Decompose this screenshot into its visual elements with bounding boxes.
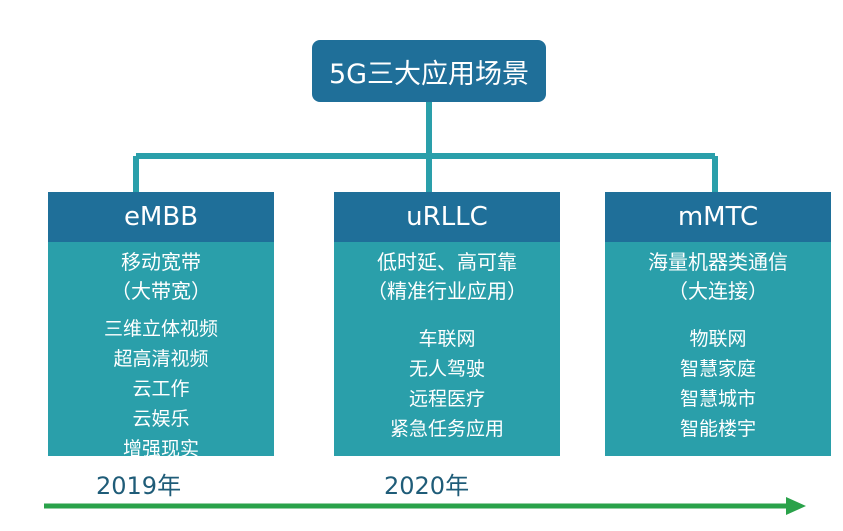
scenario-embb-subtitle-line1: 移动宽带 bbox=[121, 250, 201, 274]
scenario-mmtc-header: mMTC bbox=[605, 192, 831, 242]
scenario-urllc-subtitle-line2: （精准行业应用） bbox=[367, 279, 527, 303]
list-item: 无人驾驶 bbox=[408, 358, 485, 380]
year-label-2019: 2019年 bbox=[96, 472, 182, 500]
timeline-arrow bbox=[44, 497, 806, 515]
scenario-embb-items: 三维立体视频 超高清视频 云工作 云娱乐 增强现实 bbox=[104, 314, 218, 464]
root-title: 5G三大应用场景 bbox=[328, 58, 530, 90]
list-item: 智慧城市 bbox=[679, 388, 756, 410]
list-item: 三维立体视频 bbox=[103, 318, 218, 340]
list-item: 增强现实 bbox=[122, 438, 199, 460]
scenario-mmtc: mMTC 海量机器类通信 （大连接） 物联网 智慧家庭 智慧城市 智能楼宇 bbox=[605, 192, 831, 456]
list-item: 云工作 bbox=[132, 378, 190, 400]
list-item: 云娱乐 bbox=[132, 408, 190, 430]
list-item: 物联网 bbox=[689, 328, 747, 350]
scenario-urllc-name: uRLLC bbox=[406, 202, 488, 232]
scenario-mmtc-subtitle-line1: 海量机器类通信 bbox=[648, 250, 788, 274]
scenario-mmtc-subtitle: 海量机器类通信 （大连接） bbox=[648, 248, 788, 306]
scenario-embb: eMBB 移动宽带 （大带宽） 三维立体视频 超高清视频 云工作 云娱乐 增强现… bbox=[48, 192, 274, 460]
scenario-embb-subtitle-line2: （大带宽） bbox=[111, 279, 211, 303]
scenario-urllc-items: 车联网 无人驾驶 远程医疗 紧急任务应用 bbox=[390, 324, 504, 444]
scenario-mmtc-name: mMTC bbox=[677, 202, 759, 232]
list-item: 紧急任务应用 bbox=[389, 418, 504, 440]
scenario-urllc-subtitle: 低时延、高可靠 （精准行业应用） bbox=[367, 248, 527, 306]
scenario-mmtc-subtitle-line2: （大连接） bbox=[668, 279, 768, 303]
root-node: 5G三大应用场景 bbox=[312, 40, 546, 102]
list-item: 车联网 bbox=[418, 328, 476, 350]
connector-lines bbox=[133, 102, 718, 192]
timeline-arrow-head-icon bbox=[786, 497, 806, 515]
scenario-embb-name: eMBB bbox=[123, 202, 199, 232]
list-item: 远程医疗 bbox=[408, 388, 485, 410]
scenario-embb-header: eMBB bbox=[48, 192, 274, 242]
year-label-2020: 2020年 bbox=[384, 472, 470, 500]
scenario-urllc: uRLLC 低时延、高可靠 （精准行业应用） 车联网 无人驾驶 远程医疗 紧急任… bbox=[334, 192, 560, 456]
scenario-mmtc-items: 物联网 智慧家庭 智慧城市 智能楼宇 bbox=[680, 324, 756, 444]
list-item: 超高清视频 bbox=[113, 348, 209, 370]
scenario-embb-subtitle: 移动宽带 （大带宽） bbox=[111, 248, 211, 306]
list-item: 智慧家庭 bbox=[679, 358, 756, 380]
scenario-urllc-header: uRLLC bbox=[334, 192, 560, 242]
scenario-urllc-subtitle-line1: 低时延、高可靠 bbox=[377, 250, 517, 274]
list-item: 智能楼宇 bbox=[679, 418, 756, 440]
